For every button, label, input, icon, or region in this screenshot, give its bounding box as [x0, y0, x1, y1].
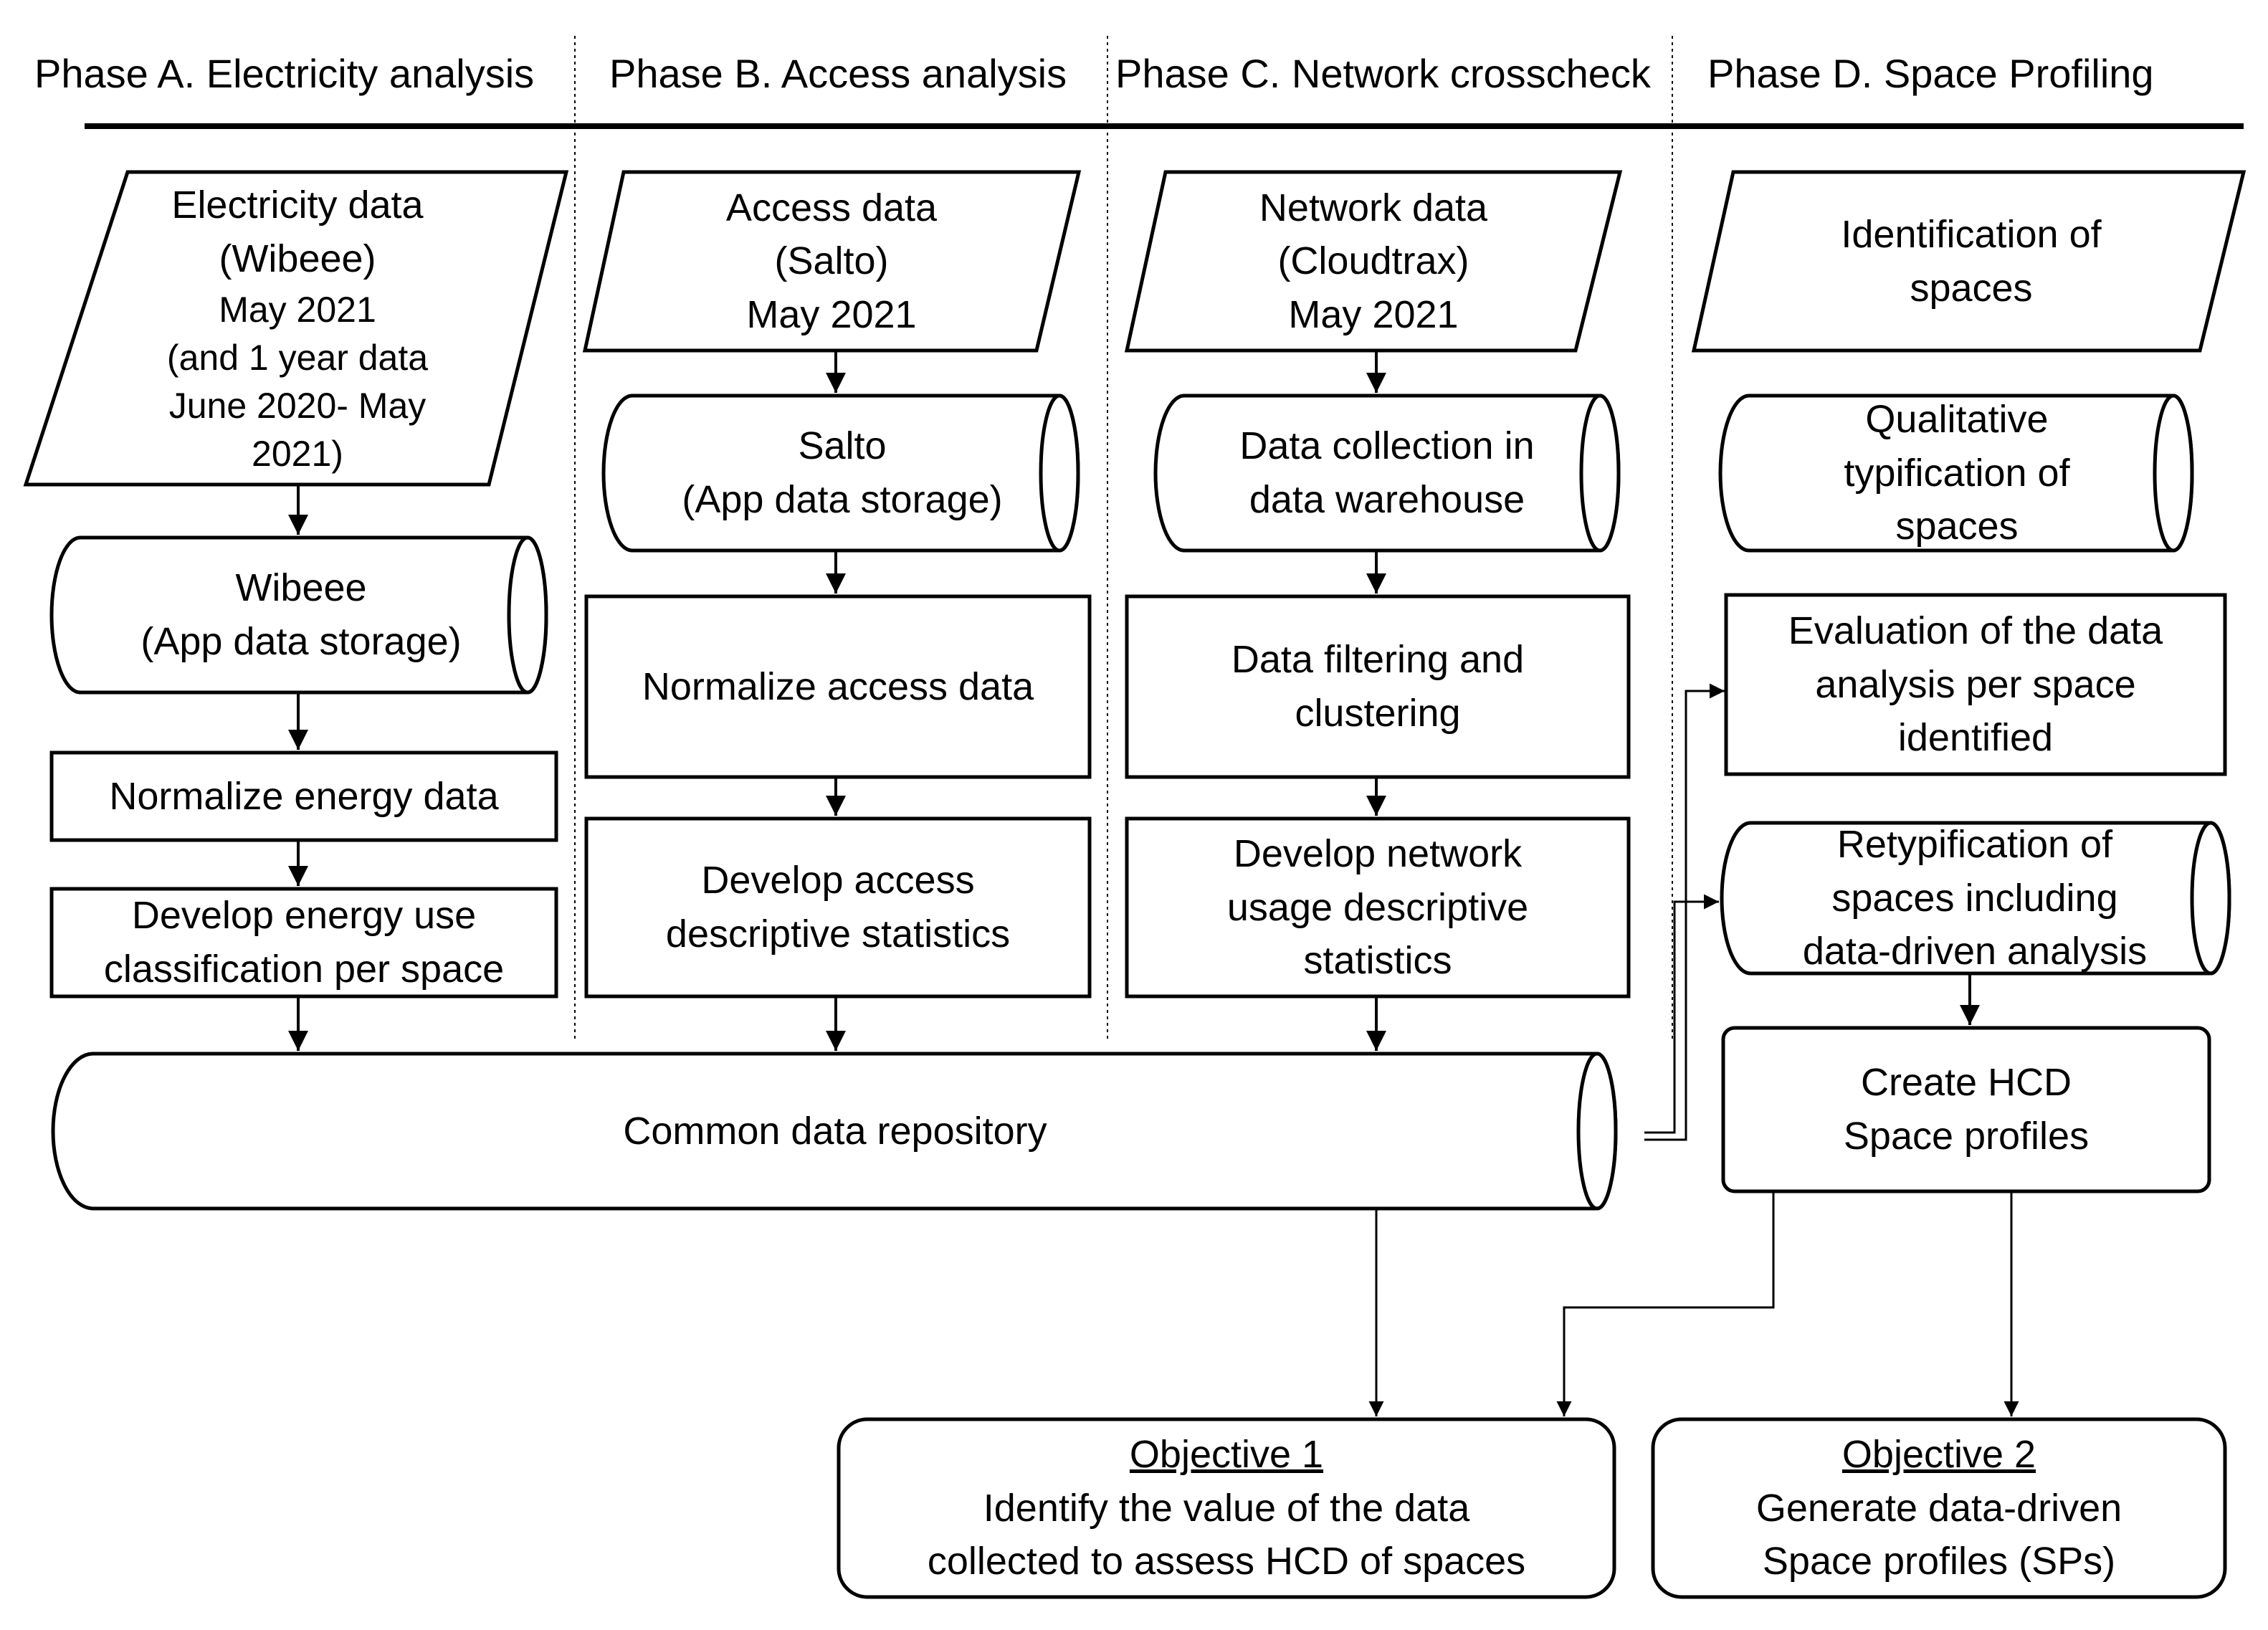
repository-to-evaluation-arrow	[1644, 683, 1725, 1141]
develop-access-label: Develop access descriptive statistics	[665, 859, 1011, 955]
access-data-input	[582, 170, 1082, 353]
develop-energy-box	[49, 887, 558, 999]
data-warehouse-label: Data collection in data warehouse	[1239, 424, 1535, 521]
data-warehouse-storage-cap	[1579, 394, 1621, 553]
wibeee-storage-cap	[507, 535, 548, 695]
objective-2-box	[1651, 1417, 2227, 1599]
create-profiles-box	[1721, 1026, 2211, 1193]
objective-2-label: Objective 2 Generate data-driven Space p…	[1755, 1433, 2122, 1583]
wibeee-storage-label: Wibeee (App data storage)	[140, 566, 462, 663]
electricity-data-input	[23, 170, 569, 487]
qualitative-label: Qualitative typification of spaces	[1844, 398, 2070, 548]
data-filtering-label: Data filtering and clustering	[1231, 638, 1525, 735]
common-repository-label: Common data repository	[623, 1109, 1047, 1153]
retypification-label: Retypification of spaces including data-…	[1802, 823, 2148, 973]
normalize-access-box	[584, 594, 1092, 779]
normalize-access-label: Normalize access data	[642, 664, 1034, 708]
develop-access-box	[584, 816, 1092, 999]
objective-1-box	[837, 1417, 1616, 1599]
develop-network-box	[1125, 816, 1631, 999]
network-data-input	[1124, 170, 1623, 353]
objective-1-title: Objective 1	[1129, 1433, 1324, 1477]
objective-1-label: Objective 1 Identify the value of the da…	[927, 1433, 1526, 1583]
repository-to-retypification-arrow	[1644, 894, 1719, 1134]
salto-storage-cap	[1039, 394, 1080, 553]
profiles-to-objective-1-arrow	[1556, 1193, 1775, 1416]
create-profiles-label: Create HCD Space profiles	[1843, 1061, 2090, 1158]
evaluation-label: Evaluation of the data analysis per spac…	[1788, 609, 2163, 760]
develop-energy-label: Develop energy use classification per sp…	[103, 894, 505, 991]
common-repository-cap	[1576, 1052, 1618, 1211]
qualitative-storage-cap	[2153, 394, 2194, 553]
electricity-data-label: Electricity data (Wibeee) May 2021 (and …	[166, 184, 429, 474]
phase-c-title: Phase C. Network crosscheck	[1115, 51, 1651, 96]
salto-storage-label: Salto (App data storage)	[682, 424, 1003, 521]
phase-d-title: Phase D. Space Profiling	[1707, 51, 2154, 96]
normalize-energy-label: Normalize energy data	[109, 774, 499, 818]
identification-input	[1691, 170, 2246, 353]
data-filtering-box	[1125, 594, 1631, 779]
phase-a-title: Phase A. Electricity analysis	[34, 51, 535, 96]
network-data-label: Network data (Cloudtrax) May 2021	[1259, 186, 1488, 336]
objective-2-title: Objective 2	[1841, 1433, 2036, 1477]
identification-label: Identification of spaces	[1841, 212, 2102, 310]
evaluation-box	[1724, 593, 2227, 776]
develop-network-label: Develop network usage descriptive statis…	[1226, 832, 1529, 983]
phase-b-title: Phase B. Access analysis	[609, 51, 1067, 96]
normalize-energy-box	[49, 750, 558, 842]
access-data-label: Access data (Salto) May 2021	[725, 186, 938, 336]
retypification-storage-cap	[2190, 821, 2231, 976]
